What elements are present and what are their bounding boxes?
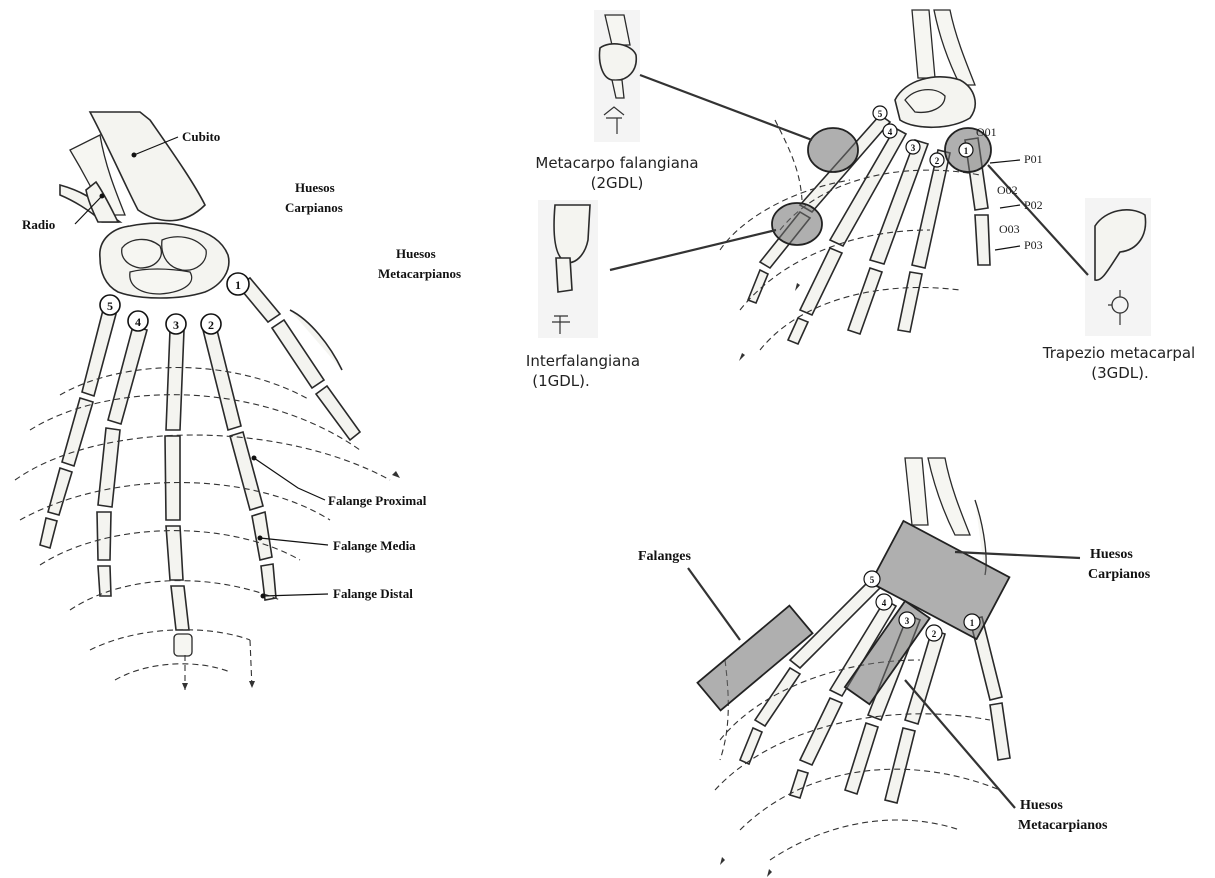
metacarpo-joint-highlight	[808, 128, 858, 172]
label-falange-proximal: Falange Proximal	[328, 493, 427, 508]
label-bottom-huesos-metacarpianos-line2: Metacarpianos	[1018, 818, 1108, 833]
bottom-finger-number-4: 4	[882, 598, 887, 608]
top-finger-number-1: 1	[964, 146, 969, 156]
label-huesos-metacarpianos-line1: Huesos	[396, 246, 436, 261]
left-finger-number-4: 4	[135, 315, 141, 329]
caption-trapezio-line2: (3GDL).	[1091, 364, 1149, 382]
left-finger-number-1: 1	[235, 278, 241, 292]
top-finger-number-4: 4	[888, 127, 893, 137]
label-cubito: Cubito	[182, 129, 220, 144]
top-finger-number-5: 5	[878, 109, 883, 119]
label-huesos-carpianos-line2: Carpianos	[285, 200, 343, 215]
bottom-right-hand-figure: 5 4 3 2 1 Falanges Huesos Carpianos Hues…	[638, 458, 1151, 877]
point-O02: O02	[997, 183, 1018, 197]
label-bottom-huesos-metacarpianos-line1: Huesos	[1020, 798, 1063, 813]
top-finger-number-3: 3	[911, 143, 916, 153]
caption-metacarpo-line2: (2GDL)	[591, 174, 644, 192]
left-finger-number-3: 3	[173, 318, 179, 332]
point-O01: O01	[976, 125, 997, 139]
caption-metacarpo-line1: Metacarpo falangiana	[535, 154, 698, 172]
point-P02: P02	[1024, 198, 1043, 212]
bottom-finger-number-3: 3	[905, 616, 910, 626]
left-finger-number-5: 5	[107, 299, 113, 313]
label-bottom-huesos-carpianos-line2: Carpianos	[1088, 567, 1151, 582]
label-falange-media: Falange Media	[333, 538, 416, 553]
top-right-hand-figure: 5 4 3 2 1 O01 P01 O02 P02 O03 P03 Metaca…	[526, 10, 1195, 390]
point-P03: P03	[1024, 238, 1043, 252]
label-bottom-huesos-carpianos-line1: Huesos	[1090, 547, 1133, 562]
top-finger-number-2: 2	[935, 156, 940, 166]
label-huesos-metacarpianos-line2: Metacarpianos	[378, 266, 461, 281]
left-hand-figure: 5 4 3 2 1 Cubito Radio Huesos Carpianos …	[15, 112, 461, 690]
label-huesos-carpianos-line1: Huesos	[295, 180, 335, 195]
point-P01: P01	[1024, 152, 1043, 166]
bottom-finger-number-5: 5	[870, 575, 875, 585]
caption-interfalangiana-line1: Interfalangiana	[526, 352, 640, 370]
bottom-finger-number-1: 1	[970, 618, 975, 628]
label-falanges: Falanges	[638, 549, 691, 564]
caption-interfalangiana-line2: (1GDL).	[532, 372, 590, 390]
label-radio: Radio	[22, 217, 55, 232]
caption-trapezio-line1: Trapezio metacarpal	[1042, 344, 1195, 362]
bottom-finger-number-2: 2	[932, 629, 937, 639]
left-finger-number-2: 2	[208, 318, 214, 332]
point-O03: O03	[999, 222, 1020, 236]
interfalangiana-joint-highlight	[772, 203, 822, 245]
label-falange-distal: Falange Distal	[333, 586, 413, 601]
